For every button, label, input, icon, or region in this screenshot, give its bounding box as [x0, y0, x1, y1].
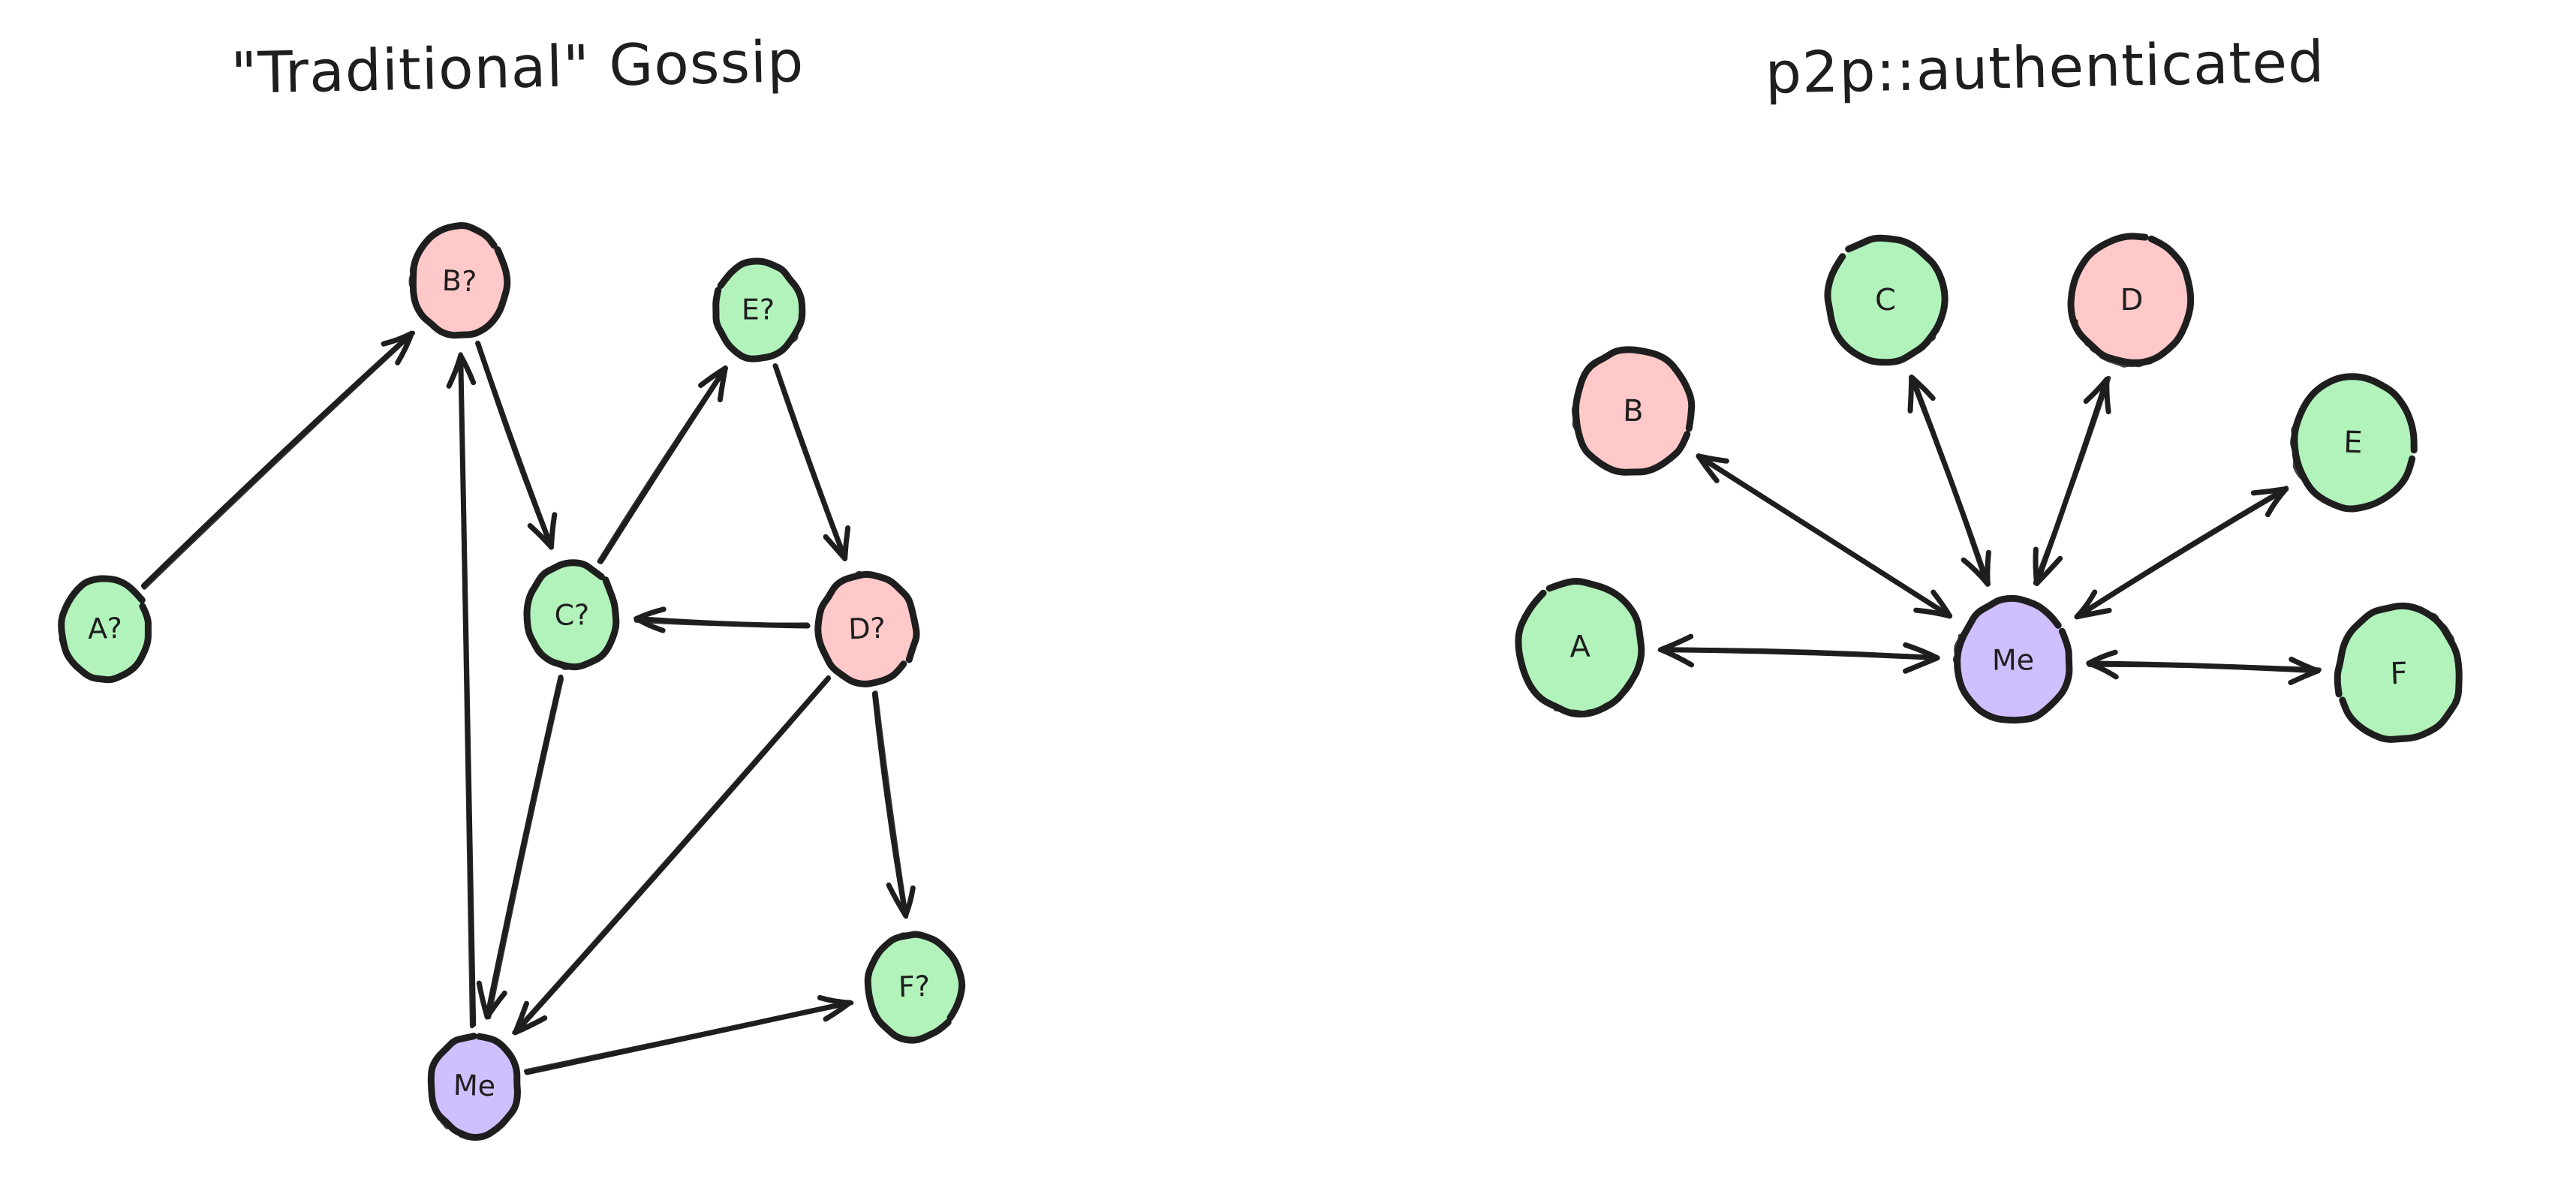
panel-title-text: "Traditional" Gossip	[230, 28, 805, 107]
edge-p2p-authenticated-Me-to-C	[1907, 374, 1991, 587]
node-label: D	[2120, 283, 2144, 317]
node-outline-overstroke	[1952, 633, 2000, 721]
edge-p2p-authenticated-Me-to-A	[1657, 633, 1940, 674]
edge-p2p-authenticated-Me-to-F	[2086, 649, 2322, 685]
node-label: B	[1623, 394, 1645, 429]
node-p2p-authenticated-C[interactable]: C	[1824, 234, 1949, 366]
node-outline	[2067, 233, 2195, 366]
edge-p2p-authenticated-Me-to-D	[2033, 375, 2111, 586]
node-p2p-authenticated-D[interactable]: D	[2067, 233, 2195, 368]
edge-traditional-gossip-D-to-Me	[512, 675, 831, 1036]
node-p2p-authenticated-B[interactable]: B	[1571, 346, 1696, 476]
node-outline-overstroke	[1553, 663, 1643, 716]
node-outline	[1824, 234, 1949, 366]
panel-title-text: p2p::authenticated	[1765, 28, 2325, 107]
panel-title-p2p-authenticated: p2p::authenticated	[1765, 28, 2325, 107]
node-outline-overstroke	[865, 931, 921, 992]
node-outline-overstroke	[2425, 612, 2463, 714]
node-outline-overstroke	[2074, 319, 2160, 368]
edge-traditional-gossip-Me-to-F	[524, 994, 854, 1075]
edge-p2p-authenticated-Me-to-B	[1696, 453, 1953, 619]
node-label: E	[2343, 426, 2364, 461]
node-outline-overstroke	[1571, 348, 1619, 438]
edge-traditional-gossip-D-to-F	[871, 690, 916, 919]
node-traditional-gossip-B[interactable]: B?	[408, 222, 511, 339]
node-label: Me	[453, 1069, 495, 1102]
node-outline-overstroke	[815, 570, 871, 636]
edge-traditional-gossip-C-to-Me	[476, 674, 564, 1020]
edges-layer	[140, 330, 2322, 1075]
node-traditional-gossip-Me[interactable]: Me	[427, 1033, 521, 1141]
node-outline-overstroke	[1871, 305, 1946, 365]
node-label: B?	[441, 264, 477, 298]
node-p2p-authenticated-F[interactable]: F	[2334, 602, 2463, 743]
node-traditional-gossip-E[interactable]: E?	[712, 257, 806, 362]
node-outline-overstroke	[436, 1113, 504, 1141]
node-outline-overstroke	[408, 263, 453, 338]
node-label: F	[2390, 657, 2409, 692]
node-p2p-authenticated-E[interactable]: E	[2290, 373, 2418, 513]
node-label: D?	[848, 612, 886, 646]
edge-traditional-gossip-E-to-D	[772, 363, 851, 561]
edge-traditional-gossip-D-to-C	[633, 606, 811, 633]
node-label: C?	[554, 598, 589, 632]
edge-traditional-gossip-A-to-B	[140, 330, 416, 590]
edge-p2p-authenticated-Me-to-E	[2074, 486, 2289, 620]
node-label: F?	[898, 970, 930, 1003]
edge-traditional-gossip-Me-to-B	[446, 352, 477, 1029]
titles-layer: "Traditional" Gossip p2p::authenticated	[230, 28, 2325, 107]
node-label: E?	[742, 293, 775, 326]
edge-traditional-gossip-B-to-C	[475, 340, 558, 550]
node-traditional-gossip-A[interactable]: A?	[58, 575, 152, 684]
node-outline-overstroke	[761, 295, 805, 361]
node-p2p-authenticated-Me[interactable]: Me	[1952, 594, 2073, 724]
node-p2p-authenticated-A[interactable]: A	[1515, 578, 1645, 718]
node-outline-overstroke	[2290, 382, 2330, 481]
node-traditional-gossip-F[interactable]: F?	[864, 931, 966, 1044]
edge-traditional-gossip-C-to-E	[597, 365, 728, 564]
node-label: A	[1569, 630, 1591, 665]
node-label: C	[1875, 283, 1897, 317]
node-outline-overstroke	[59, 604, 93, 678]
node-label: A?	[87, 612, 122, 645]
node-outline-overstroke	[523, 604, 572, 670]
panel-title-traditional-gossip: "Traditional" Gossip	[230, 28, 805, 107]
node-traditional-gossip-D[interactable]: D?	[814, 570, 920, 687]
node-label: Me	[1992, 643, 2034, 676]
node-traditional-gossip-C[interactable]: C?	[523, 559, 620, 671]
